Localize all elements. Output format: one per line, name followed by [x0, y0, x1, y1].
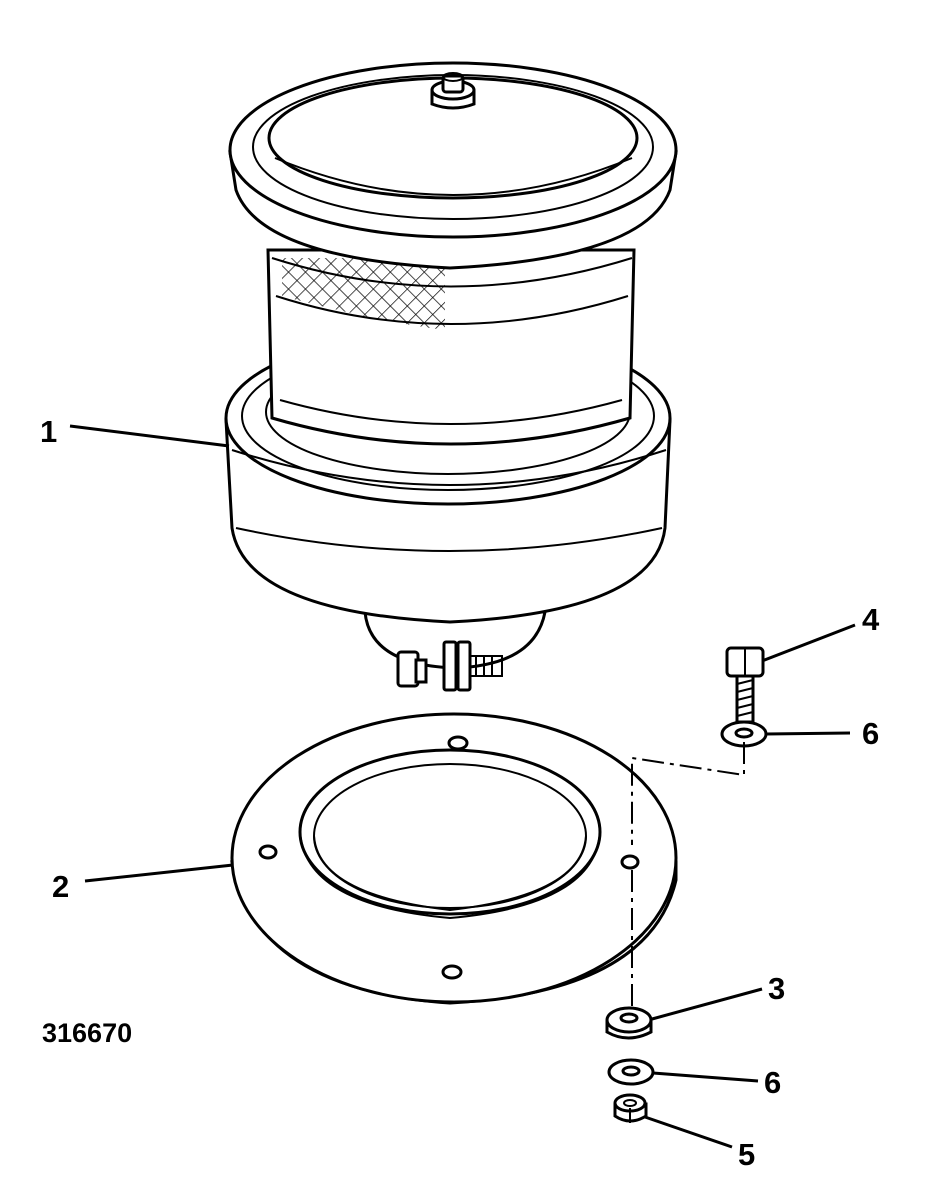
top-cover [228, 61, 678, 270]
callout-labels: 1 2 3 4 5 6 6 [40, 414, 880, 1172]
air-cleaner-assembly [224, 61, 678, 692]
filter-element [266, 248, 636, 446]
callout-6-upper: 6 [862, 716, 879, 751]
callout-1: 1 [40, 414, 57, 449]
hardware-bolt [725, 646, 765, 724]
hardware-washer-upper [720, 720, 768, 748]
leader-lines [69, 424, 856, 1149]
figure-number: 316670 [42, 1018, 132, 1048]
flange-hole [620, 854, 640, 870]
flange-hole [258, 844, 278, 860]
hardware-grommet [605, 1006, 653, 1040]
callout-3: 3 [768, 971, 785, 1006]
outlet-clamp [363, 610, 547, 692]
flange-hole [447, 735, 469, 751]
callout-2: 2 [52, 869, 69, 904]
callout-5: 5 [738, 1137, 755, 1172]
callout-6-lower: 6 [764, 1065, 781, 1100]
hardware-washer-lower [607, 1058, 655, 1086]
hardware-nut [613, 1093, 648, 1123]
cover-knob [430, 72, 476, 110]
mounting-flange [230, 712, 678, 1005]
callout-4: 4 [862, 602, 880, 637]
flange-hole [441, 964, 463, 980]
assembly-centerline [631, 742, 745, 1008]
